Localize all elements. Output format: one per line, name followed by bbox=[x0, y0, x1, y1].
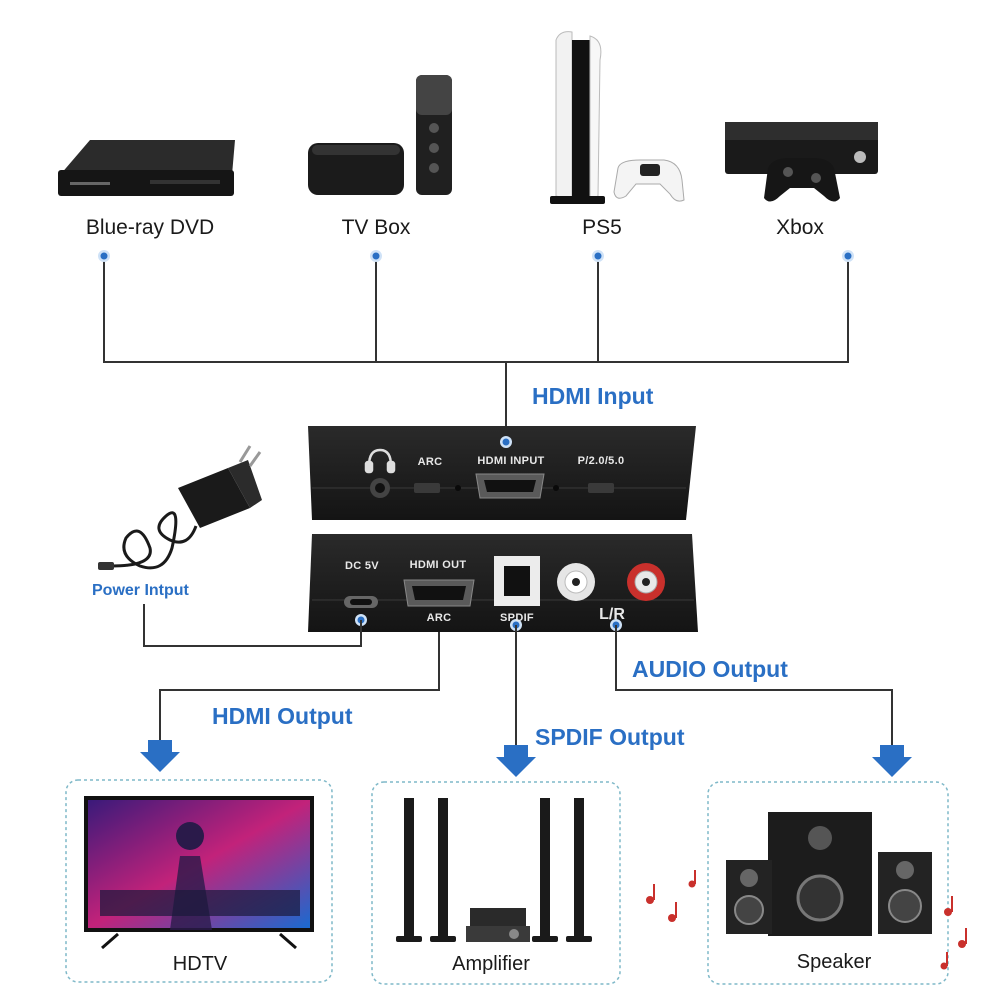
tv-box-icon bbox=[308, 75, 452, 195]
output-label-amplifier: Amplifier bbox=[452, 953, 530, 975]
power-input-title: Power Intput bbox=[92, 582, 189, 599]
amplifier-box bbox=[371, 781, 621, 985]
output-label-hdtv: HDTV bbox=[172, 953, 228, 975]
hdtv-icon bbox=[84, 796, 314, 950]
output-connector-lines bbox=[143, 604, 893, 745]
ps5-console-icon bbox=[550, 31, 685, 204]
source-connector-lines bbox=[103, 256, 849, 440]
back-lr-label: L/R bbox=[599, 606, 625, 623]
music-notes-icon bbox=[646, 870, 967, 970]
hdtv-box bbox=[65, 779, 333, 983]
source-connector-dots bbox=[98, 250, 854, 262]
converter-back-panel bbox=[308, 534, 698, 632]
power-adapter-icon bbox=[98, 445, 262, 570]
amplifier-icon bbox=[396, 798, 592, 942]
output-label-speaker: Speaker bbox=[796, 951, 872, 973]
front-hdmi-input-label: HDMI INPUT bbox=[477, 455, 545, 467]
back-dc-label: DC 5V bbox=[345, 560, 379, 572]
xbox-console-icon bbox=[725, 122, 878, 202]
converter-front-panel bbox=[308, 426, 696, 520]
dvd-player-icon bbox=[58, 140, 235, 196]
source-label-ps5: PS5 bbox=[582, 216, 622, 239]
hdmi-input-title: HDMI Input bbox=[532, 383, 654, 409]
audio-output-title: AUDIO Output bbox=[632, 656, 788, 682]
speaker-box bbox=[707, 781, 949, 985]
source-label-xbox: Xbox bbox=[776, 216, 824, 239]
back-arc-label: ARC bbox=[426, 612, 452, 624]
back-spdif-label: SPDIF bbox=[500, 612, 534, 624]
speaker-icon bbox=[726, 812, 932, 936]
headphone-icon bbox=[364, 448, 396, 474]
source-label-tv-box: TV Box bbox=[341, 216, 411, 239]
hdmi-output-title: HDMI Output bbox=[212, 703, 353, 729]
back-hdmi-out-label: HDMI OUT bbox=[409, 559, 467, 571]
spdif-output-title: SPDIF Output bbox=[535, 724, 685, 750]
source-label-dvd: Blue-ray DVD bbox=[85, 216, 215, 239]
front-mode-label: P/2.0/5.0 bbox=[577, 455, 625, 467]
front-arc-label: ARC bbox=[417, 456, 443, 468]
output-arrows bbox=[140, 740, 912, 777]
